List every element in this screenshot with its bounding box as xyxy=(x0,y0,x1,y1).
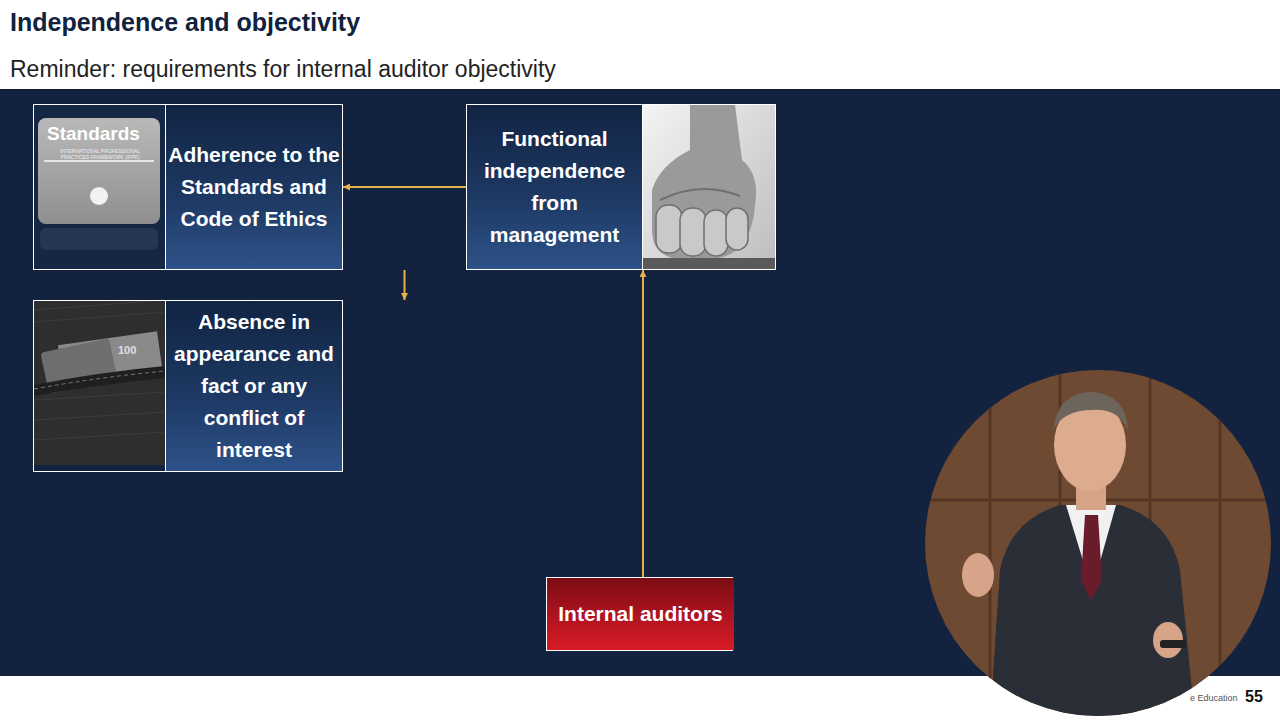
header-rule xyxy=(0,89,1280,91)
book-title: Standards xyxy=(47,123,140,145)
text-stack: Adherence to the Standards and Code of E… xyxy=(168,139,340,235)
text-stack: Absence in appearance and fact or any co… xyxy=(168,306,340,466)
connector xyxy=(404,270,406,300)
page-number: 55 xyxy=(1245,688,1263,706)
banknote-value: 100 xyxy=(118,344,136,356)
text-stack: Internal auditors xyxy=(558,598,723,630)
footer-brand: e Education xyxy=(1190,693,1238,703)
node-text: Adherence to the Standards and Code of E… xyxy=(168,139,340,235)
independence-box: Functional independence from management xyxy=(466,104,776,270)
header-band xyxy=(0,0,1280,90)
text-panel: Adherence to the Standards and Code of E… xyxy=(165,105,342,269)
text-stack: Functional independence from management xyxy=(469,123,640,251)
slide-title: Independence and objectivity xyxy=(10,8,360,37)
standards-book xyxy=(34,105,165,269)
connector xyxy=(642,270,644,577)
node-text: Internal auditors xyxy=(558,598,723,630)
objectivity-requirement-box: Absence in appearance and fact or any co… xyxy=(33,300,343,472)
connector xyxy=(343,186,466,188)
fist-image xyxy=(643,105,775,269)
subtitle: Reminder: requirements for internal audi… xyxy=(10,56,556,83)
text-panel: Absence in appearance and fact or any co… xyxy=(165,301,342,471)
presenter-video xyxy=(920,365,1280,720)
objectivity-requirement-box: Adherence to the Standards and Code of E… xyxy=(33,104,343,270)
jeans-pocket xyxy=(34,300,165,465)
node-text: Absence in appearance and fact or any co… xyxy=(168,306,340,466)
internal-auditors-box: Internal auditors xyxy=(546,577,733,651)
text-panel: Functional independence from management xyxy=(467,105,643,269)
text-panel: Internal auditors xyxy=(547,578,734,650)
node-text: Functional independence from management xyxy=(469,123,640,251)
book-subtitle: INTERNATIONAL PROFESSIONAL PRACTICES FRA… xyxy=(46,148,154,160)
